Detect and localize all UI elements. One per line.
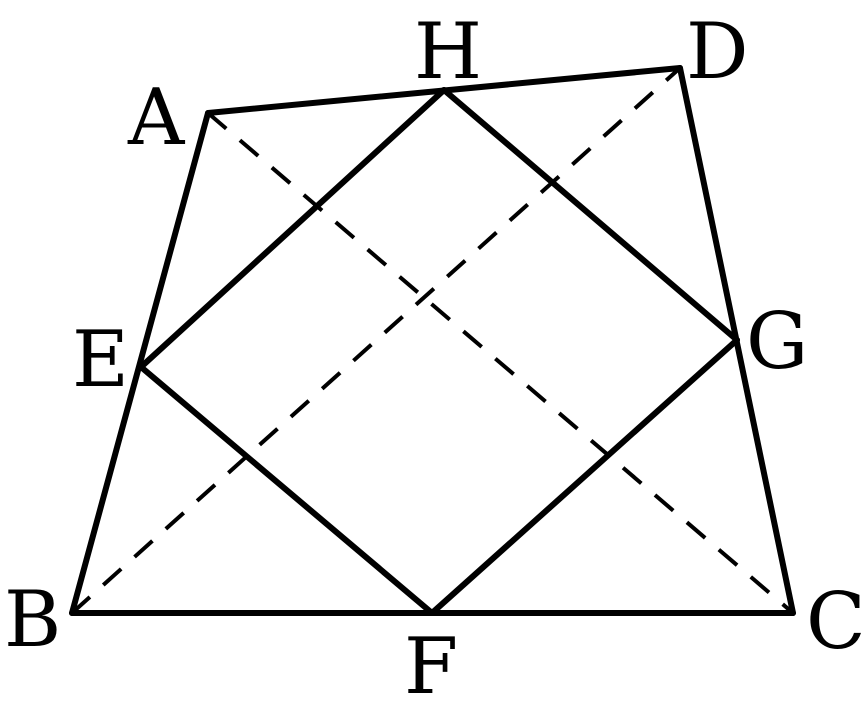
- vertex-label-b: B: [4, 575, 61, 665]
- side-ab: [69, 110, 211, 616]
- vertex-label-g: G: [746, 297, 808, 387]
- vertex-label-f: F: [404, 622, 458, 712]
- diagonal-bd: [70, 66, 682, 615]
- side-eh: [138, 87, 447, 370]
- vertex-label-h: H: [414, 7, 482, 97]
- vertex-label-e: E: [72, 315, 129, 405]
- vertex-label-d: D: [686, 7, 749, 97]
- side-fe: [138, 364, 435, 616]
- vertex-label-c: C: [806, 577, 866, 667]
- side-hg: [441, 87, 740, 343]
- diagonal-ac: [206, 111, 795, 615]
- side-gf: [429, 337, 740, 616]
- vertex-label-a: A: [127, 73, 186, 163]
